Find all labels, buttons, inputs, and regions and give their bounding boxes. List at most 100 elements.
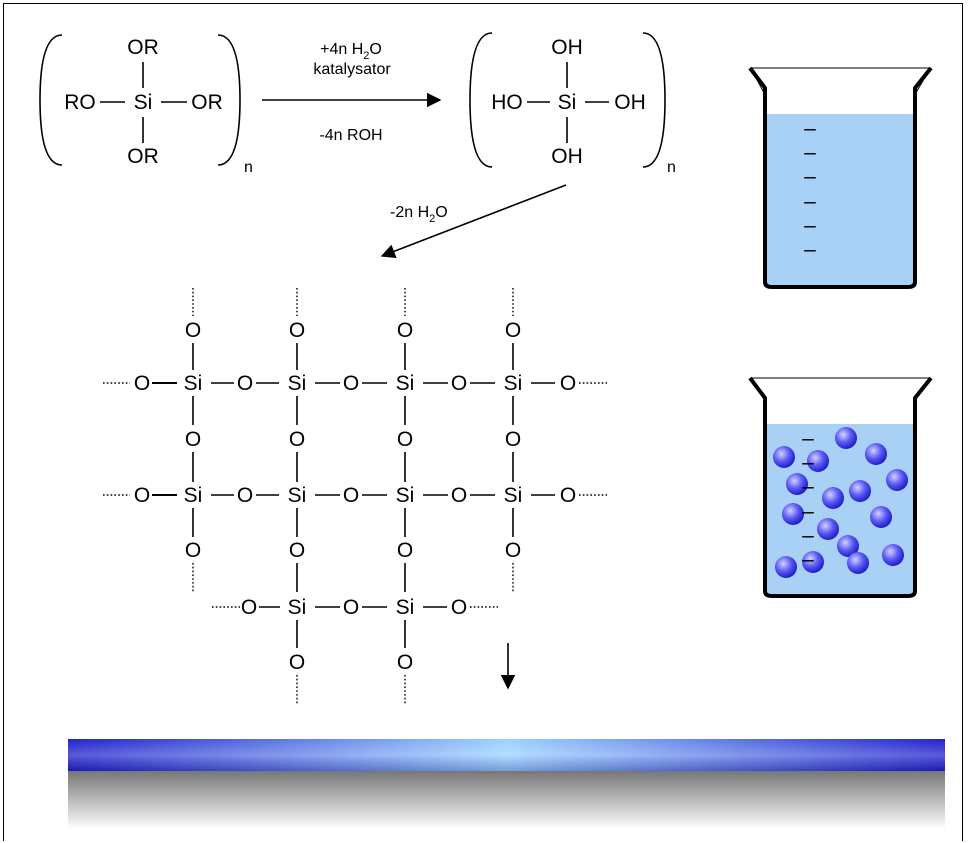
hydrolysis-reagent-label: +4n H2O — [320, 41, 382, 62]
silica-particle — [817, 518, 839, 540]
diagram-frame — [3, 3, 963, 841]
network-oxygen: O — [185, 539, 201, 562]
network-oxygen: O — [289, 651, 305, 674]
beaker-gel-particles — [773, 427, 908, 578]
network-oxygen: O — [560, 484, 576, 507]
network-oxygen: O — [289, 428, 305, 451]
network-oxygen: O — [185, 319, 201, 342]
product-bottom-group: OH — [551, 145, 583, 168]
silica-particle — [882, 544, 904, 566]
reactant-bracket-right — [217, 34, 241, 166]
silica-particle — [807, 450, 829, 472]
product-bracket-left — [469, 32, 493, 168]
beaker-gel-glass — [748, 376, 933, 598]
silica-particle — [849, 480, 871, 502]
beaker-gel: –––––– — [748, 376, 933, 598]
network-silicon: Si — [396, 596, 415, 619]
silica-particle — [786, 473, 808, 495]
reactant-bottom-group: OR — [127, 145, 159, 168]
silica-particle — [773, 446, 795, 468]
network-oxygen: O — [505, 539, 521, 562]
substrate-layer — [68, 771, 945, 829]
network-silicon: Si — [504, 484, 523, 507]
network-oxygen: O — [237, 372, 253, 395]
network-silicon: Si — [396, 484, 415, 507]
network-silicon: Si — [288, 484, 307, 507]
silica-particle — [865, 443, 887, 465]
water-byproduct-label: -2n H2O — [390, 204, 448, 225]
alcohol-byproduct-label: -4n ROH — [319, 127, 382, 144]
reactant-top-group: OR — [127, 36, 159, 59]
charge-mark: – — [804, 165, 816, 188]
beaker-gel-charges: –––––– — [802, 427, 814, 571]
network-oxygen: O — [451, 596, 467, 619]
network-oxygen: O — [343, 484, 359, 507]
silica-particle — [870, 506, 892, 528]
silica-particle — [886, 469, 908, 491]
charge-mark: – — [804, 214, 816, 237]
silica-particle — [837, 535, 859, 557]
network-oxygen: O — [237, 484, 253, 507]
silica-particle — [782, 503, 804, 525]
beaker-sol: –––––– — [748, 66, 933, 289]
silica-particle — [847, 552, 869, 574]
charge-mark: – — [802, 524, 814, 547]
product-top-group: OH — [551, 36, 583, 59]
reactant-si-atom: Si — [134, 91, 153, 114]
product-si-atom: Si — [558, 91, 577, 114]
network-oxygen: O — [505, 428, 521, 451]
silica-particle — [835, 427, 857, 449]
network-oxygen: O — [397, 319, 413, 342]
network-oxygen: O — [134, 372, 150, 395]
reactant-bracket-left — [39, 34, 63, 166]
network-oxygen: O — [134, 484, 150, 507]
reactant-right-group: OR — [191, 91, 223, 114]
beaker-sol-charges: –––––– — [804, 117, 816, 261]
network-oxygen: O — [397, 651, 413, 674]
silica-particle — [822, 487, 844, 509]
charge-mark: – — [802, 451, 814, 474]
network-silicon: Si — [288, 596, 307, 619]
silanol-molecule: OH HO Si OH OH n — [469, 32, 676, 176]
network-oxygen: O — [343, 596, 359, 619]
product-bracket-right — [642, 32, 666, 168]
charge-mark: – — [802, 475, 814, 498]
network-oxygen: O — [451, 484, 467, 507]
network-oxygen: O — [505, 319, 521, 342]
charge-mark: – — [802, 427, 814, 450]
network-oxygen: O — [560, 372, 576, 395]
silica-particle — [802, 551, 824, 573]
charge-mark: – — [802, 548, 814, 571]
network-oxygen: O — [289, 539, 305, 562]
product-left-group: HO — [491, 91, 523, 114]
beaker-gel-liquid — [765, 424, 915, 596]
hydrolysis-arrow: +4n H2O katalysator -4n ROH — [262, 41, 442, 144]
product-right-group: OH — [614, 91, 646, 114]
network-oxygen: O — [241, 596, 257, 619]
charge-mark: – — [804, 238, 816, 261]
network-oxygen: O — [451, 372, 467, 395]
coating-film-band — [68, 739, 945, 829]
condensation-arrow: -2n H2O — [380, 184, 567, 259]
network-oxygen: O — [397, 428, 413, 451]
charge-mark: – — [802, 500, 814, 523]
network-silicon: Si — [504, 372, 523, 395]
reactant-repeat-n: n — [244, 159, 253, 176]
charge-mark: – — [804, 117, 816, 140]
beaker-sol-glass — [748, 66, 933, 289]
network-silicon: Si — [184, 372, 203, 395]
catalyst-label: katalysator — [313, 61, 391, 78]
condensation-arrow-line — [380, 184, 567, 259]
charge-mark: – — [804, 190, 816, 213]
network-oxygen: O — [397, 539, 413, 562]
network-oxygen: O — [289, 319, 305, 342]
network-silicon: Si — [396, 372, 415, 395]
network-silicon: Si — [288, 372, 307, 395]
silica-particle — [775, 556, 797, 578]
reactant-left-group: RO — [64, 91, 96, 114]
network-silicon: Si — [184, 484, 203, 507]
reactant-molecule: OR RO Si OR OR n — [39, 34, 253, 176]
